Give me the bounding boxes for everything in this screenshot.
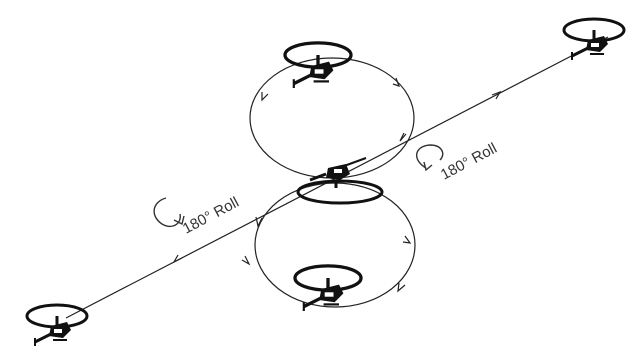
roll-label-left: 180° Roll [180,194,242,238]
helicopter-icon [296,156,384,205]
helicopter-icon [283,41,353,90]
direction-arrow-icon [172,77,502,293]
helicopter-icon [562,17,626,62]
upper-loop-path [249,57,415,179]
roll-arrow-icon [416,144,444,172]
roll-label-right: 180° Roll [438,140,500,184]
roll-arrow-icon [153,197,185,228]
helicopter-icon [293,264,363,313]
